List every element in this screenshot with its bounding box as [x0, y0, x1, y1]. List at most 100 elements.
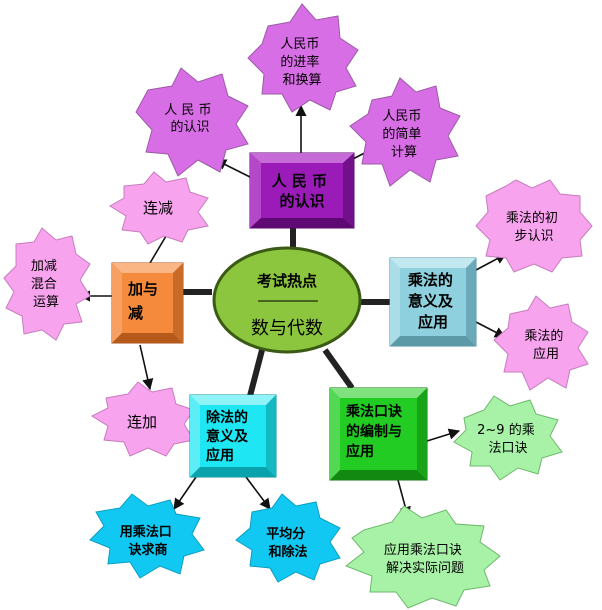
leaf-text-line-1: 应用乘法口诀: [384, 542, 462, 558]
leaf-text-line-3: 和换算: [282, 73, 321, 88]
arrow-kj-29: [426, 428, 461, 442]
leaf-text-line-2: 应用: [533, 346, 559, 362]
leaf-text-line-3: 计算: [391, 145, 417, 160]
leaf-text-line-1: 人 民 币: [164, 103, 211, 118]
svg-text:连加: 连加: [127, 413, 157, 431]
svg-text:2~9 的乘 法口诀: 2~9 的乘 法口诀: [477, 422, 539, 456]
leaf-shape: [235, 493, 341, 583]
leaf-node-rmb-jinlv[interactable]: 人民币 的进率 和换算: [247, 3, 359, 113]
hub-bevel-bottom: [190, 467, 276, 477]
svg-text:乘法的初 步认识: 乘法的初 步认识: [506, 210, 562, 244]
hub-bevel-right: [343, 153, 354, 228]
svg-text:平均分 和除法: 平均分 和除法: [266, 526, 310, 560]
hub-text-line-1: 人 民 币: [272, 172, 327, 190]
hub-node-koujue[interactable]: 乘法口诀 的编制与 应用: [329, 387, 428, 481]
hub-bevel-right: [173, 263, 183, 343]
svg-text:人民币 的进率 和换算: 人民币 的进率 和换算: [280, 37, 323, 88]
leaf-shape: [475, 179, 593, 273]
leaf-node-hunhe[interactable]: 加减 混合 运算: [3, 227, 91, 341]
hub-bevel-left: [250, 153, 261, 228]
hub-text-line-2: 的编制与: [346, 423, 402, 440]
leaf-text-line-1: 2~9 的乘: [477, 422, 535, 438]
leaf-text-line-1: 用乘法口: [119, 524, 172, 540]
svg-text:人民币 的简单 计算: 人民币 的简单 计算: [382, 109, 425, 160]
leaf-text-line-1: 连减: [143, 199, 173, 217]
arrow-lianjia: [139, 344, 154, 391]
hub-text-line-1: 除法的: [206, 409, 248, 426]
leaf-text-line-2: 的简单: [382, 126, 421, 142]
leaf-node-cf-yingyong[interactable]: 乘法的 应用: [493, 295, 589, 391]
hub-bevel-top: [250, 153, 354, 163]
svg-text:加减 混合 运算: 加减 混合 运算: [31, 259, 61, 310]
hub-text-line-2: 的认识: [279, 192, 324, 210]
hub-text-line-1: 乘法口诀: [345, 403, 403, 420]
hub-bevel-left: [112, 263, 122, 343]
hub-node-rmb[interactable]: 人 民 币 的认识: [249, 152, 355, 229]
leaf-shape: [109, 171, 209, 245]
hub-text-line-2: 减: [128, 304, 143, 322]
svg-text:除法的 意义及 应用: 除法的 意义及 应用: [206, 409, 253, 464]
center-node[interactable]: 考试热点 数与代数: [212, 246, 362, 354]
leaf-text-line-2: 的认识: [170, 119, 209, 135]
hub-bevel-top: [112, 263, 183, 273]
leaf-text-line-1: 人民币: [280, 37, 319, 52]
hub-text-line-2: 意义及: [206, 428, 249, 445]
connector-chufa: [247, 349, 265, 397]
hub-node-chufa[interactable]: 除法的 意义及 应用: [189, 394, 277, 478]
leaf-node-cf-chubu[interactable]: 乘法的初 步认识: [475, 179, 593, 273]
hub-bevel-left: [330, 388, 340, 480]
hub-bevel-top: [190, 395, 276, 405]
leaf-text-line-2: 解决实际问题: [386, 561, 464, 576]
svg-text:加与 减: 加与 减: [127, 280, 163, 322]
hub-face: [389, 257, 477, 347]
leaf-text-line-1: 人民币: [382, 109, 421, 124]
svg-text:人 民 币 的认识: 人 民 币 的认识: [164, 103, 215, 135]
leaf-node-rmb-jisuan[interactable]: 人民币 的简单 计算: [349, 77, 461, 187]
leaf-shape: [89, 493, 205, 579]
leaf-text-line-1: 平均分: [266, 526, 305, 542]
leaf-shape: [349, 77, 461, 187]
center-title: 考试热点: [257, 272, 317, 290]
hub-bevel-right: [266, 395, 276, 477]
leaf-text-line-2: 诀求商: [128, 542, 167, 558]
leaf-shape: [135, 67, 249, 177]
leaf-shape: [3, 227, 91, 341]
leaf-text-line-2: 法口诀: [488, 441, 527, 456]
hub-text-line-3: 应用: [206, 447, 234, 464]
leaf-node-pingjun[interactable]: 平均分 和除法: [235, 493, 341, 583]
leaf-shape: [493, 295, 589, 391]
hub-node-chengfa[interactable]: 乘法的 意义及 应用: [389, 257, 477, 347]
leaf-node-kj-jiejue[interactable]: 应用乘法口诀 解决实际问题: [344, 505, 501, 609]
leaf-node-rmb-renshi[interactable]: 人 民 币 的认识: [135, 67, 249, 177]
hub-node-jiajian[interactable]: 加与 减: [111, 262, 184, 344]
svg-text:用乘法口 诀求商: 用乘法口 诀求商: [119, 524, 177, 558]
connector-koujue: [322, 348, 355, 390]
hub-bevel-bottom: [330, 470, 427, 480]
leaf-shape: [453, 395, 563, 481]
hub-bevel-bottom: [390, 336, 476, 346]
hub-bevel-right: [417, 388, 427, 480]
leaf-text-line-2: 混合: [31, 277, 57, 292]
hub-bevel-bottom: [112, 333, 183, 343]
arrow-pingjun: [245, 476, 271, 510]
leaf-node-lianjia[interactable]: 连加: [90, 381, 195, 457]
svg-text:乘法口诀 的编制与 应用: 乘法口诀 的编制与 应用: [345, 403, 407, 460]
hub-text-line-1: 乘法的: [407, 271, 453, 289]
hub-text-line-1: 加与: [127, 280, 158, 298]
leaf-text-line-2: 的进率: [280, 54, 319, 70]
hub-bevel-top: [330, 388, 427, 398]
hub-bevel-left: [390, 258, 400, 346]
leaf-text-line-1: 乘法的初: [506, 210, 558, 226]
hub-face: [111, 262, 184, 344]
leaf-node-yong-koujue[interactable]: 用乘法口 诀求商: [89, 493, 205, 579]
leaf-text-line-2: 和除法: [268, 544, 307, 560]
leaf-text-line-3: 运算: [33, 295, 59, 310]
leaf-node-lianjian[interactable]: 连减: [109, 171, 209, 245]
center-connectors: [183, 228, 391, 397]
leaf-node-kj-29[interactable]: 2~9 的乘 法口诀: [453, 395, 563, 481]
hub-text-line-2: 意义及: [408, 292, 454, 310]
arrow-yong-koujue: [173, 476, 197, 510]
svg-text:连减: 连减: [143, 199, 173, 217]
svg-text:乘法的 意义及 应用: 乘法的 意义及 应用: [407, 271, 458, 331]
